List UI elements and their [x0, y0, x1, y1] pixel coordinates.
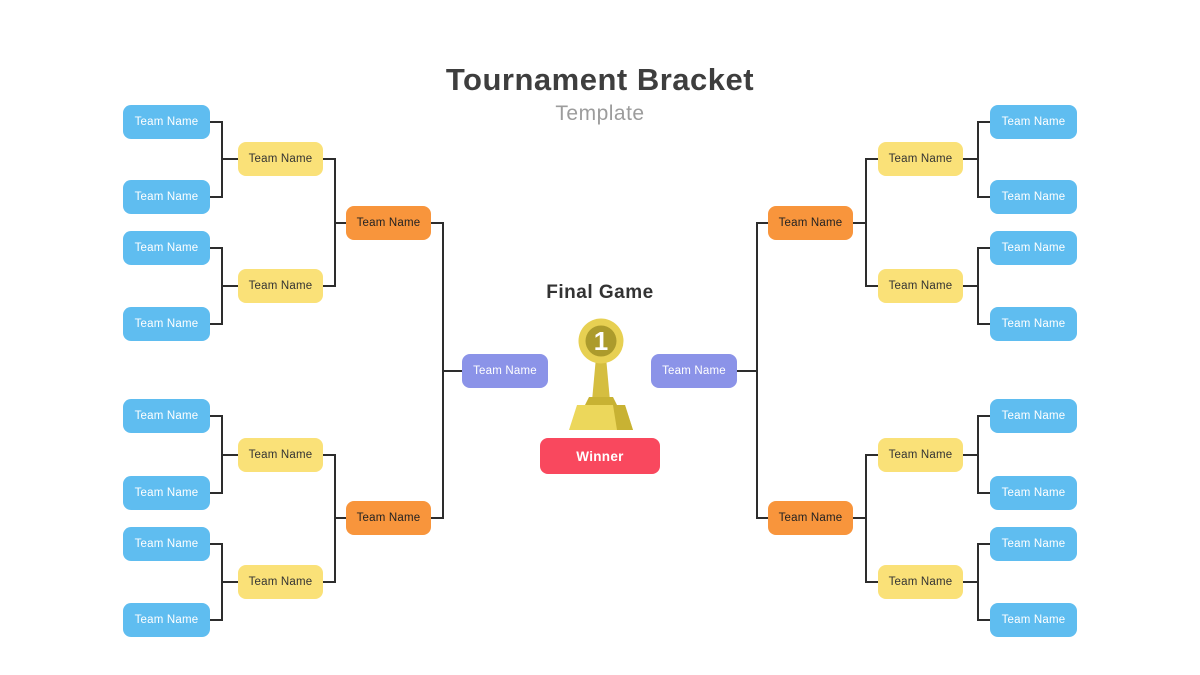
team-box-left-r1-1[interactable]: Team Name [123, 105, 210, 139]
team-box-left-r1-2[interactable]: Team Name [123, 180, 210, 214]
team-box-left-r1-7[interactable]: Team Name [123, 527, 210, 561]
team-box-right-r1-2[interactable]: Team Name [990, 180, 1077, 214]
team-box-left-r1-5[interactable]: Team Name [123, 399, 210, 433]
finalist-box-left[interactable]: Team Name [462, 354, 548, 388]
team-box-left-r2-1[interactable]: Team Name [238, 142, 323, 176]
team-box-left-r1-4[interactable]: Team Name [123, 307, 210, 341]
team-box-left-r1-6[interactable]: Team Name [123, 476, 210, 510]
trophy-number: 1 [594, 326, 608, 356]
team-box-right-r2-1[interactable]: Team Name [878, 142, 963, 176]
team-box-left-r2-2[interactable]: Team Name [238, 269, 323, 303]
team-box-right-r1-8[interactable]: Team Name [990, 603, 1077, 637]
team-box-right-r2-3[interactable]: Team Name [878, 438, 963, 472]
team-box-left-r2-4[interactable]: Team Name [238, 565, 323, 599]
team-box-left-r1-8[interactable]: Team Name [123, 603, 210, 637]
winner-button[interactable]: Winner [540, 438, 660, 474]
team-box-left-r2-3[interactable]: Team Name [238, 438, 323, 472]
team-box-left-r3-2[interactable]: Team Name [346, 501, 431, 535]
team-box-right-r1-4[interactable]: Team Name [990, 307, 1077, 341]
team-box-right-r1-1[interactable]: Team Name [990, 105, 1077, 139]
team-box-right-r3-1[interactable]: Team Name [768, 206, 853, 240]
team-box-right-r1-5[interactable]: Team Name [990, 399, 1077, 433]
team-box-left-r3-1[interactable]: Team Name [346, 206, 431, 240]
finalist-box-right[interactable]: Team Name [651, 354, 737, 388]
team-box-right-r1-7[interactable]: Team Name [990, 527, 1077, 561]
final-game-heading: Final Game [546, 282, 654, 303]
team-box-right-r1-6[interactable]: Team Name [990, 476, 1077, 510]
team-box-right-r2-2[interactable]: Team Name [878, 269, 963, 303]
team-box-right-r2-4[interactable]: Team Name [878, 565, 963, 599]
trophy-icon: 1 [569, 318, 633, 430]
team-box-right-r3-2[interactable]: Team Name [768, 501, 853, 535]
page-title: Tournament Bracket [445, 62, 755, 97]
page-subtitle: Template [555, 102, 645, 125]
team-box-left-r1-3[interactable]: Team Name [123, 231, 210, 265]
team-box-right-r1-3[interactable]: Team Name [990, 231, 1077, 265]
